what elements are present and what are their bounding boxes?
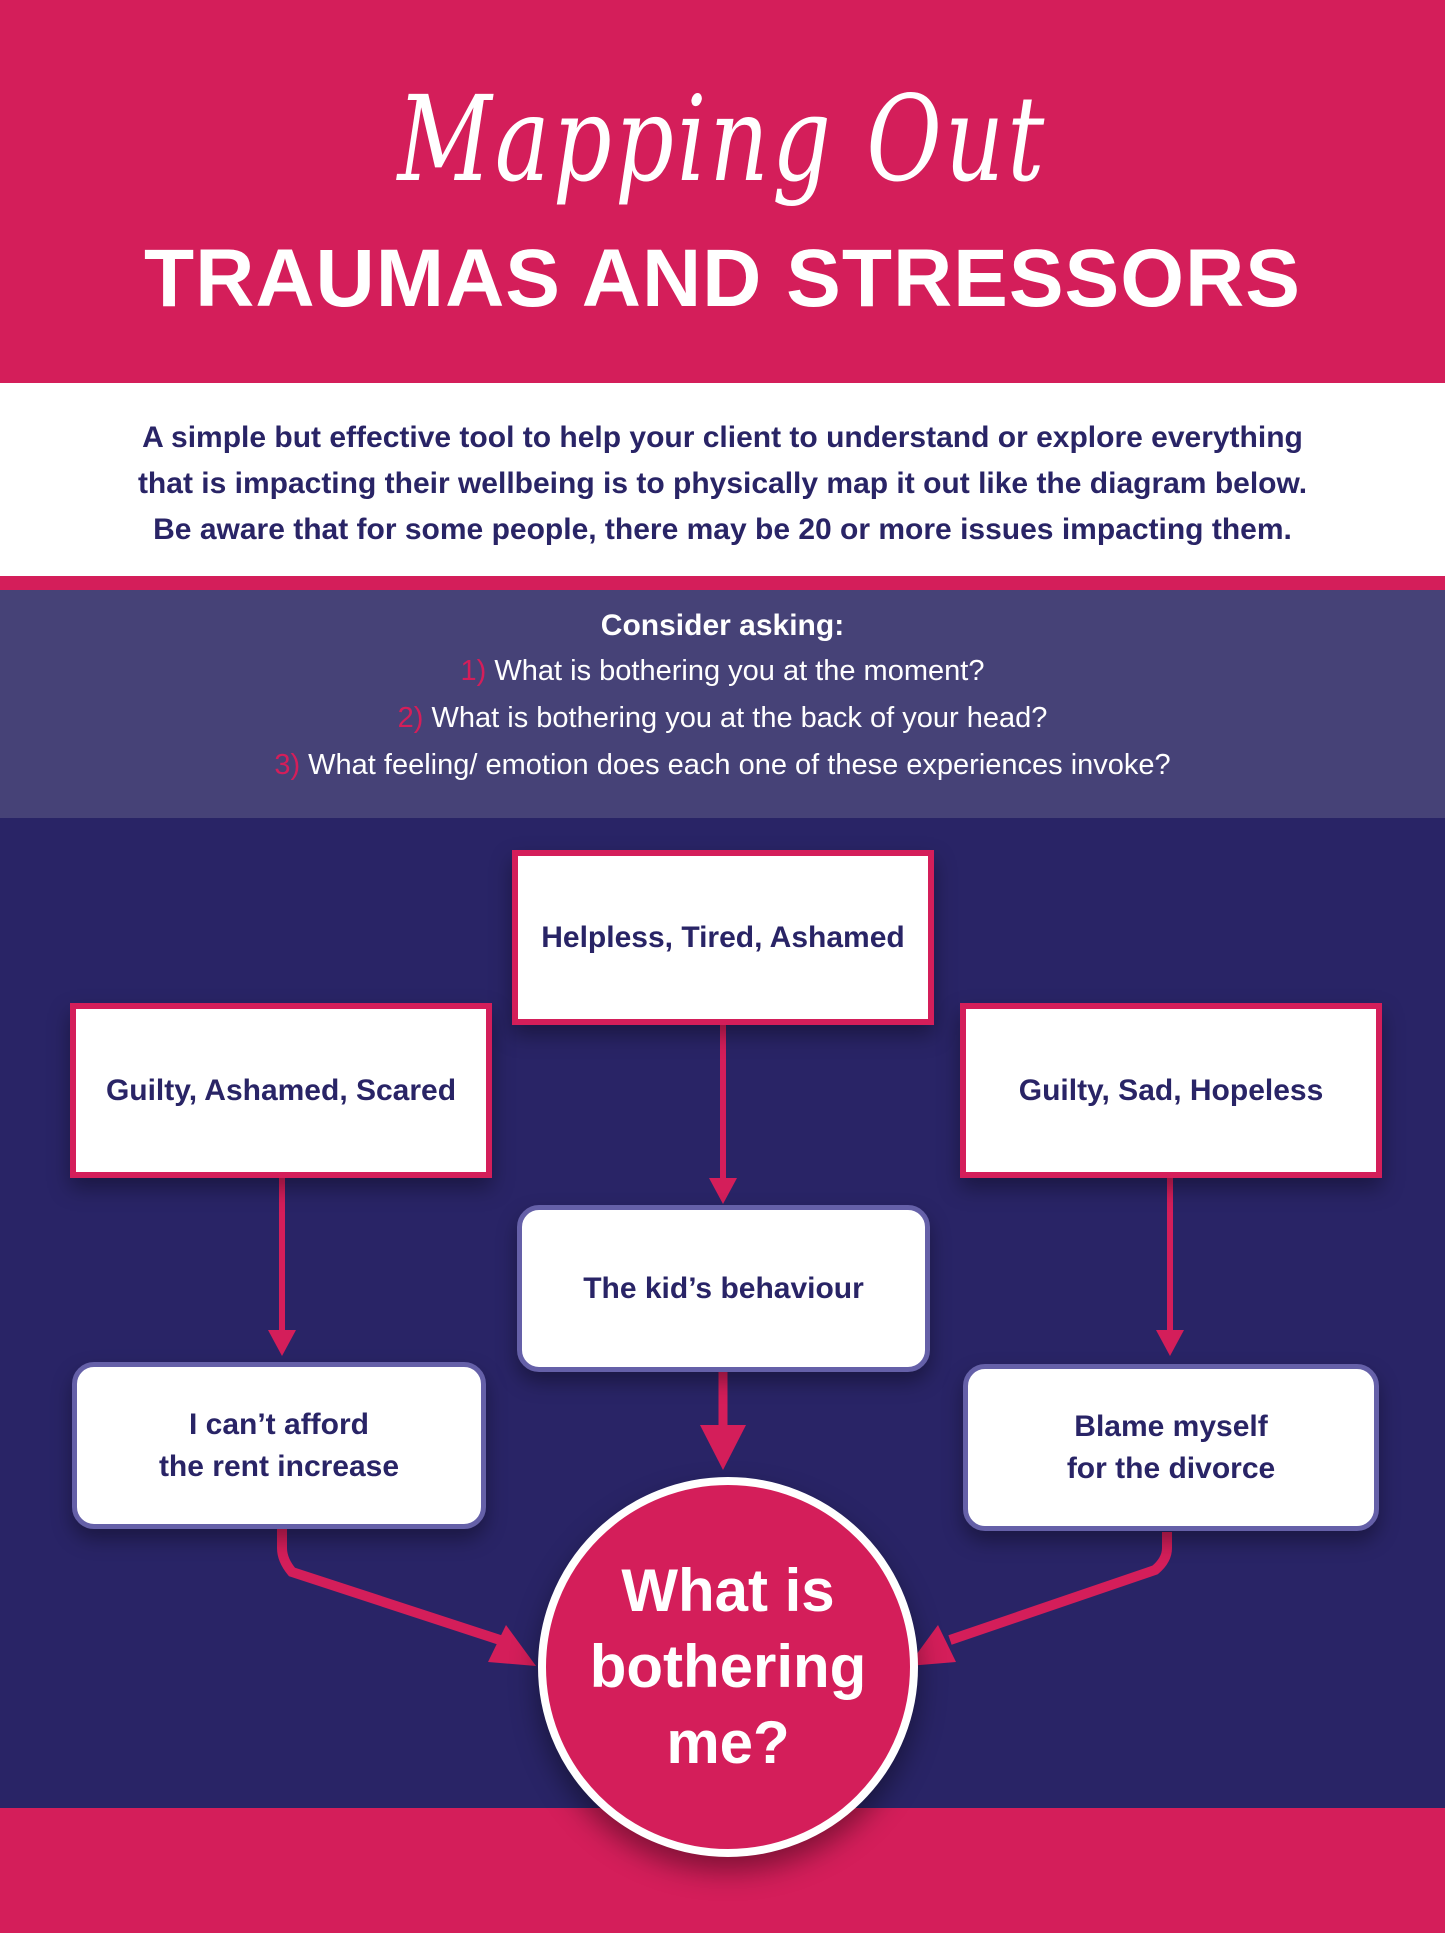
arrow-line-stressor-left xyxy=(277,1528,502,1645)
intro-section: A simple but effective tool to help your… xyxy=(0,383,1445,576)
arrowhead-emotion-left xyxy=(268,1330,296,1356)
emotion-box-center: Helpless, Tired, Ashamed xyxy=(512,850,934,1025)
stressor-text: I can’t afford the rent increase xyxy=(159,1404,399,1488)
arrowhead-stressor-center xyxy=(700,1425,746,1470)
stressor-line: I can’t afford xyxy=(188,1407,369,1441)
emotion-text: Guilty, Sad, Hopeless xyxy=(1018,1073,1324,1107)
question-number: 1) xyxy=(460,655,487,687)
center-node-line: me? xyxy=(666,1709,790,1776)
question-text: What is bothering you at the back of you… xyxy=(423,702,1048,734)
main-title: TRAUMAS AND STRESSORS xyxy=(144,233,1301,324)
arrowhead-stressor-left xyxy=(488,1625,536,1666)
emotion-box-left: Guilty, Ashamed, Scared xyxy=(70,1003,492,1178)
stressor-line: the rent increase xyxy=(158,1449,400,1483)
question-item: 1) What is bothering you at the moment? xyxy=(0,648,1445,695)
center-node-line: What is xyxy=(621,1557,835,1624)
question-number: 3) xyxy=(274,749,301,781)
questions-section: Consider asking: 1) What is bothering yo… xyxy=(0,590,1445,818)
arrowhead-emotion-right xyxy=(1156,1330,1184,1356)
question-item: 2) What is bothering you at the back of … xyxy=(0,695,1445,742)
center-node-line: bothering xyxy=(589,1633,867,1700)
stressor-box-right: Blame myself for the divorce xyxy=(963,1364,1379,1531)
intro-line: A simple but effective tool to help your… xyxy=(142,421,1303,454)
questions-heading: Consider asking: xyxy=(600,609,845,642)
stressor-text: Blame myself for the divorce xyxy=(1067,1406,1275,1490)
question-text: What is bothering you at the moment? xyxy=(486,655,985,687)
question-item: 3) What feeling/ emotion does each one o… xyxy=(0,742,1445,789)
header-banner: Mapping Out TRAUMAS AND STRESSORS xyxy=(0,0,1445,383)
center-node-text: What is bothering me? xyxy=(590,1553,867,1781)
question-number: 2) xyxy=(397,702,424,734)
arrow-line-stressor-right xyxy=(948,1532,1172,1645)
emotion-text: Guilty, Ashamed, Scared xyxy=(105,1073,457,1107)
intro-text: A simple but effective tool to help your… xyxy=(0,383,1445,553)
intro-line: Be aware that for some people, there may… xyxy=(153,513,1292,546)
question-text: What feeling/ emotion does each one of t… xyxy=(300,749,1171,781)
emotion-box-right: Guilty, Sad, Hopeless xyxy=(960,1003,1382,1178)
arrowhead-stressor-right xyxy=(908,1625,956,1666)
stressor-box-left: I can’t afford the rent increase xyxy=(72,1362,486,1529)
arrowhead-emotion-center xyxy=(709,1178,737,1204)
script-title: Mapping Out xyxy=(397,70,1048,208)
stressor-text: The kid’s behaviour xyxy=(583,1271,864,1305)
stressor-line: Blame myself xyxy=(1074,1409,1268,1443)
intro-line: that is impacting their wellbeing is to … xyxy=(137,467,1308,500)
stressor-line: for the divorce xyxy=(1066,1451,1276,1485)
divider-bar xyxy=(0,576,1445,590)
center-node: What is bothering me? xyxy=(538,1477,918,1857)
emotion-text: Helpless, Tired, Ashamed xyxy=(541,920,905,954)
stressor-box-center: The kid’s behaviour xyxy=(517,1205,930,1372)
